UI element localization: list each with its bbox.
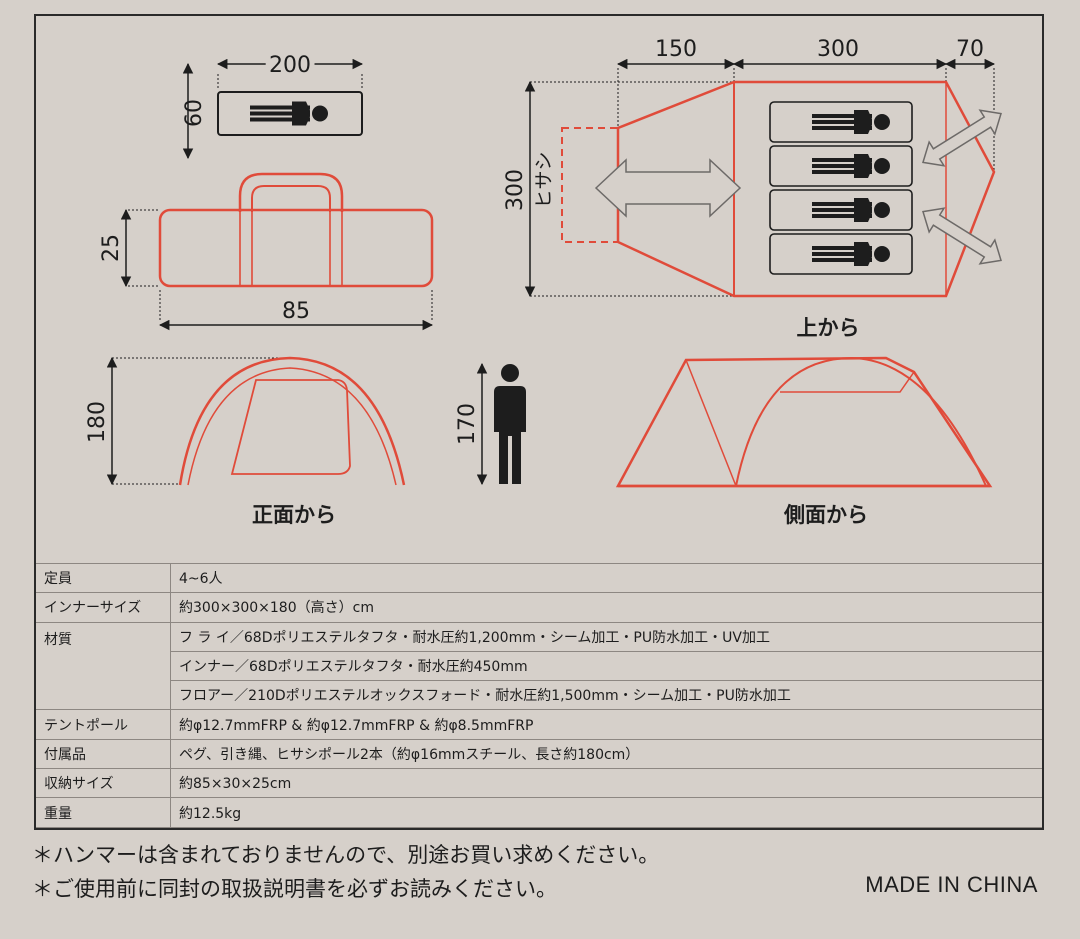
table-row: 定員 4~6人 — [36, 562, 1042, 594]
rear-depth-dim: 70 — [956, 37, 984, 62]
spec-value: インナー／68Dポリエステルタフタ・耐水圧約450mm — [170, 650, 1042, 682]
table-row: インナー／68Dポリエステルタフタ・耐水圧約450mm — [36, 650, 1042, 682]
spec-value: フロアー／210Dポリエステルオックスフォード・耐水圧約1,500mm・シーム加… — [170, 680, 1042, 711]
table-row: テントポール 約φ12.7mmFRP & 約φ12.7mmFRP & 約φ8.5… — [36, 709, 1042, 740]
top-width-dim: 300 — [503, 169, 528, 211]
spec-label: 定員 — [36, 562, 171, 594]
notes: ＊ハンマーは含まれておりませんので、別途お買い求めください。 ＊ご使用前に同封の… — [32, 838, 659, 906]
storage-bag-diagram: 25 85 — [99, 172, 434, 331]
table-row: 付属品 ペグ、引き縄、ヒサシポール2本（約φ16mmスチール、長さ約180cm） — [36, 738, 1042, 770]
spec-label: インナーサイズ — [36, 592, 171, 623]
table-row: 重量 約12.5kg — [36, 797, 1042, 828]
side-view-diagram: 側面から — [615, 356, 993, 527]
note-manual: ＊ご使用前に同封の取扱説明書を必ずお読みください。 — [32, 877, 557, 901]
spec-label: 収納サイズ — [36, 768, 171, 799]
table-row: フロアー／210Dポリエステルオックスフォード・耐水圧約1,500mm・シーム加… — [36, 680, 1042, 711]
spec-value: 約300×300×180（高さ）cm — [170, 592, 1042, 623]
spec-value: フ ラ イ／68Dポリエステルタフタ・耐水圧約1,200mm・シーム加工・PU防… — [170, 621, 1042, 652]
top-view-diagram: 150 300 70 300 ヒサシ — [503, 37, 1002, 340]
spec-value: ペグ、引き縄、ヒサシポール2本（約φ16mmスチール、長さ約180cm） — [170, 738, 1042, 770]
vestibule-depth-dim: 150 — [655, 37, 697, 62]
spec-sheet-frame — [34, 14, 1044, 830]
table-row: インナーサイズ 約300×300×180（高さ）cm — [36, 592, 1042, 623]
spec-label: 材質 — [36, 621, 171, 711]
front-height-dim: 180 — [85, 401, 110, 443]
spec-label: 重量 — [36, 797, 171, 828]
spec-table: 定員 4~6人 インナーサイズ 約300×300×180（高さ）cm 材質 フ … — [36, 562, 1042, 828]
spec-value: 約φ12.7mmFRP & 約φ12.7mmFRP & 約φ8.5mmFRP — [170, 709, 1042, 740]
table-row: 収納サイズ 約85×30×25cm — [36, 768, 1042, 799]
spec-label: 付属品 — [36, 738, 171, 770]
spec-value: 約12.5kg — [170, 797, 1042, 828]
pad-width-dim: 60 — [182, 99, 207, 127]
origin-label: MADE IN CHINA — [865, 872, 1038, 897]
table-row: 材質 フ ラ イ／68Dポリエステルタフタ・耐水圧約1,200mm・シーム加工・… — [36, 621, 1042, 711]
canopy-label: ヒサシ — [533, 151, 555, 208]
bag-height-dim: 25 — [99, 234, 124, 262]
spec-value: 約85×30×25cm — [170, 768, 1042, 799]
bag-length-dim: 85 — [282, 299, 310, 324]
side-view-label: 側面から — [783, 503, 868, 527]
front-view-diagram: 180 正面から — [85, 356, 406, 527]
spec-label: テントポール — [36, 709, 171, 740]
spec-value: 4~6人 — [170, 562, 1042, 594]
tent-diagrams: 200 60 25 85 150 300 70 — [85, 37, 1002, 527]
note-hammer: ＊ハンマーは含まれておりませんので、別途お買い求めください。 — [32, 843, 660, 867]
sleeping-pad-diagram: 200 60 — [182, 48, 364, 160]
person-scale-diagram: 170 — [455, 362, 526, 486]
front-view-label: 正面から — [252, 503, 336, 527]
person-height-dim: 170 — [455, 403, 480, 445]
top-view-label: 上から — [797, 316, 860, 340]
inner-length-dim: 300 — [817, 37, 859, 62]
pad-length-dim: 200 — [269, 53, 311, 78]
